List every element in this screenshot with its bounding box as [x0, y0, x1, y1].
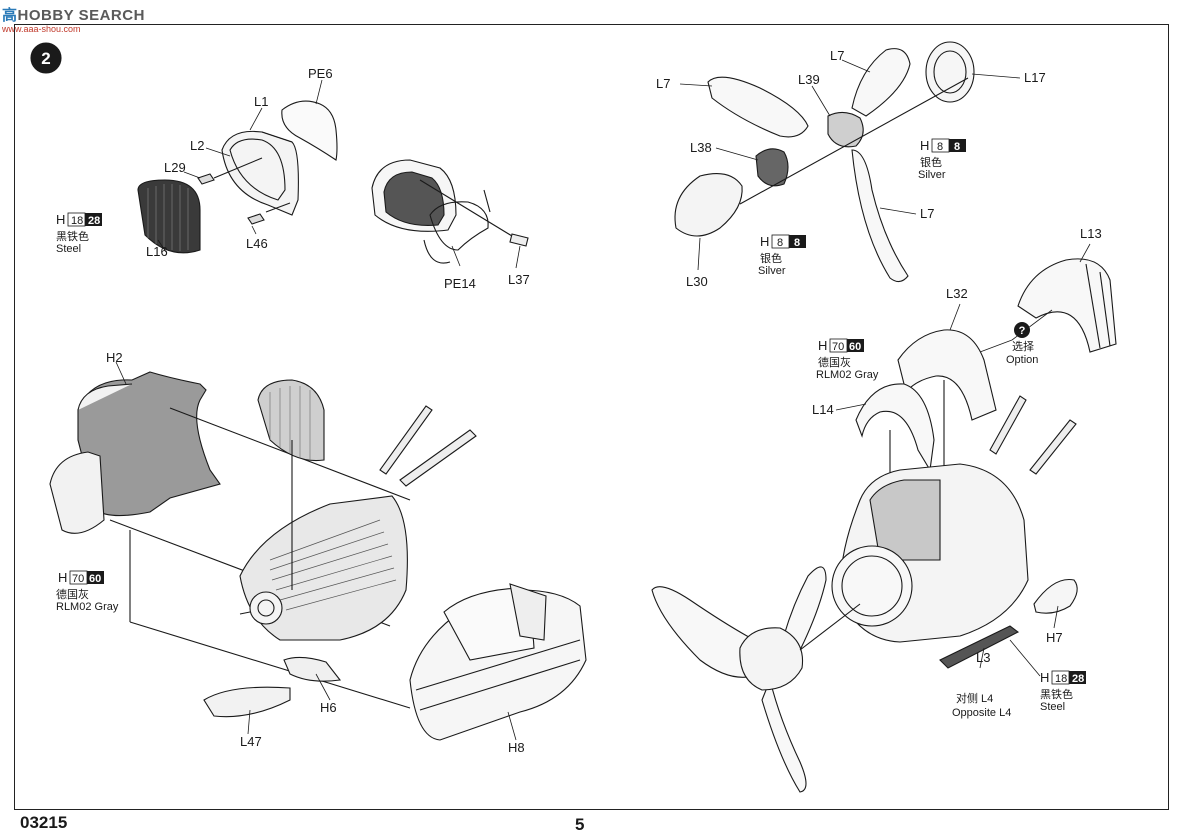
- svg-text:60: 60: [89, 573, 101, 585]
- step-badge: [30, 42, 62, 74]
- label-l17: L17: [1024, 70, 1046, 85]
- label-l47: L47: [240, 734, 262, 749]
- svg-text:28: 28: [88, 215, 100, 227]
- intake-assembly: [137, 100, 529, 264]
- paint-silver-2: H 8 8 银色 Silver: [758, 234, 806, 277]
- svg-text:德国灰: 德国灰: [818, 355, 851, 369]
- label-l30: L30: [686, 274, 708, 289]
- instruction-frame: [14, 24, 1169, 810]
- svg-text:Silver: Silver: [758, 265, 786, 277]
- svg-text:70: 70: [832, 341, 844, 353]
- label-l7-left: L7: [656, 76, 670, 91]
- watermark-brand: HOBBY SEARCH: [17, 7, 145, 24]
- label-l46: L46: [246, 236, 268, 251]
- label-pe14: PE14: [444, 276, 476, 291]
- paint-silver-1: H 8 8 银色 Silver: [918, 138, 966, 181]
- svg-text:H: H: [760, 234, 769, 249]
- label-l7-bottom: L7: [920, 206, 934, 221]
- step-number: 2: [41, 49, 50, 68]
- label-l29: L29: [164, 160, 186, 175]
- svg-text:黑铁色: 黑铁色: [56, 229, 89, 243]
- svg-text:28: 28: [1072, 673, 1084, 685]
- svg-text:60: 60: [849, 341, 861, 353]
- watermark-site: www.aaa-shou.com: [2, 24, 81, 34]
- paint-steel-2: H 18 28 黑铁色 Steel: [1040, 670, 1086, 713]
- label-l38: L38: [690, 140, 712, 155]
- label-l2: L2: [190, 138, 204, 153]
- label-h2: H2: [106, 350, 123, 365]
- paint-gray-2: H 70 60 德国灰 RLM02 Gray: [56, 570, 119, 613]
- label-l7-top: L7: [830, 48, 844, 63]
- svg-text:Steel: Steel: [1040, 701, 1065, 713]
- page-number: 5: [575, 815, 585, 834]
- svg-text:18: 18: [71, 215, 83, 227]
- svg-text:银色: 银色: [760, 251, 782, 265]
- opposite-en: Opposite L4: [952, 707, 1011, 719]
- label-h7: H7: [1046, 630, 1063, 645]
- svg-text:黑铁色: 黑铁色: [1040, 687, 1073, 701]
- label-l39: L39: [798, 72, 820, 87]
- label-l13: L13: [1080, 226, 1102, 241]
- svg-text:Steel: Steel: [56, 243, 81, 255]
- label-h8: H8: [508, 740, 525, 755]
- label-l3: L3: [976, 650, 990, 665]
- watermark-logo: 高HOBBY SEARCH: [2, 4, 145, 25]
- option-symbol: ?: [1019, 325, 1026, 337]
- svg-text:8: 8: [954, 141, 960, 153]
- svg-text:H: H: [58, 570, 67, 585]
- svg-text:Silver: Silver: [918, 169, 946, 181]
- label-l37: L37: [508, 272, 530, 287]
- propeller-assembly: [674, 41, 975, 283]
- paint-steel-1: H 18 28 黑铁色 Steel: [56, 212, 102, 255]
- kit-code: 03215: [20, 813, 68, 832]
- option-en: Option: [1006, 354, 1038, 366]
- watermark-prefix: 高: [2, 7, 18, 24]
- option-cn: 选择: [1012, 339, 1034, 353]
- completed-nose: [651, 258, 1117, 793]
- svg-text:70: 70: [72, 573, 84, 585]
- svg-text:H: H: [920, 138, 929, 153]
- option-callout: ? 选择 Option: [1006, 322, 1038, 366]
- svg-text:H: H: [1040, 670, 1049, 685]
- svg-text:8: 8: [794, 237, 800, 249]
- label-l1: L1: [254, 94, 268, 109]
- svg-text:8: 8: [937, 141, 943, 153]
- paint-gray-1: H 70 60 德国灰 RLM02 Gray: [816, 338, 879, 381]
- opposite-cn: 对侧 L4: [956, 691, 993, 705]
- svg-text:H: H: [56, 212, 65, 227]
- svg-text:RLM02 Gray: RLM02 Gray: [56, 601, 119, 613]
- svg-text:RLM02 Gray: RLM02 Gray: [816, 369, 879, 381]
- svg-text:18: 18: [1055, 673, 1067, 685]
- svg-text:银色: 银色: [920, 155, 942, 169]
- label-l14: L14: [812, 402, 834, 417]
- label-l32: L32: [946, 286, 968, 301]
- engine-assembly: [49, 371, 587, 741]
- svg-text:8: 8: [777, 237, 783, 249]
- svg-text:德国灰: 德国灰: [56, 587, 89, 601]
- label-h6: H6: [320, 700, 337, 715]
- label-pe6: PE6: [308, 66, 333, 81]
- svg-text:H: H: [818, 338, 827, 353]
- label-l16: L16: [146, 244, 168, 259]
